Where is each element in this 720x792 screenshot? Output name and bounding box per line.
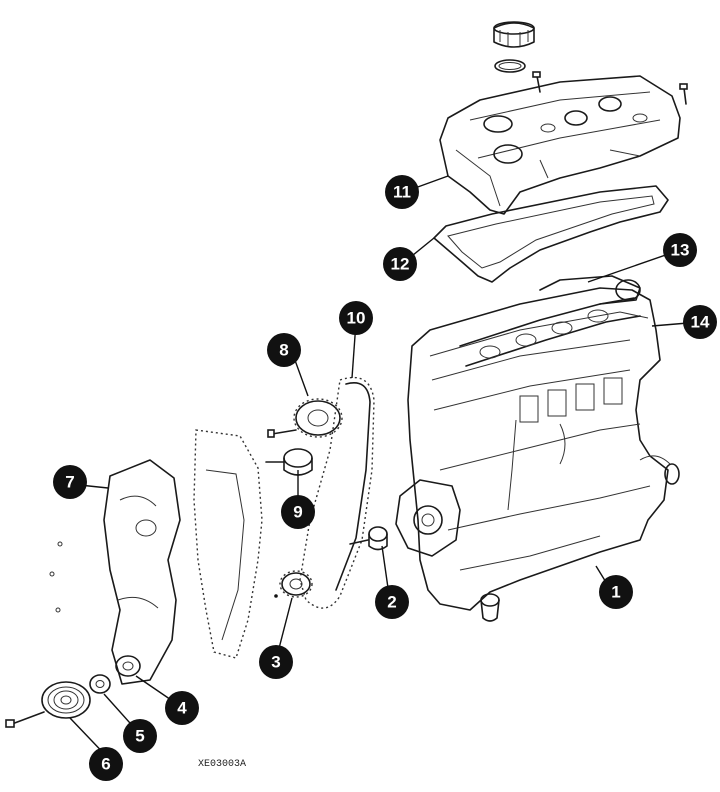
filler-cap-o-ring — [494, 59, 526, 73]
callout-3: 3 — [259, 645, 293, 679]
engine-block — [395, 275, 680, 622]
callout-1: 1 — [599, 575, 633, 609]
svg-text:9: 9 — [293, 503, 302, 522]
callout-7: 7 — [53, 465, 87, 499]
cover-gasket — [433, 185, 669, 283]
front-timing-cover — [49, 459, 181, 685]
crankshaft-sprocket — [274, 570, 313, 598]
belt-tensioner — [349, 526, 388, 551]
callout-2: 2 — [375, 585, 409, 619]
svg-text:14: 14 — [691, 313, 710, 332]
cylinder-head-cover — [439, 75, 681, 215]
callout-6: 6 — [89, 747, 123, 781]
svg-text:5: 5 — [135, 727, 144, 746]
rear-timing-cover — [193, 429, 263, 659]
svg-text:10: 10 — [347, 309, 366, 328]
svg-text:7: 7 — [65, 473, 74, 492]
svg-text:12: 12 — [391, 255, 410, 274]
callout-9: 9 — [281, 495, 315, 529]
callout-14: 14 — [683, 305, 717, 339]
crank-flange — [115, 655, 141, 677]
svg-text:4: 4 — [177, 699, 187, 718]
timing-belt — [299, 376, 375, 609]
callout-10: 10 — [339, 301, 373, 335]
callout-12: 12 — [383, 247, 417, 281]
svg-text:1: 1 — [611, 583, 620, 602]
oil-filler-cap — [493, 21, 535, 48]
cover-bolts — [532, 71, 688, 105]
diagram-code: XE03003A — [198, 759, 246, 770]
camshaft-sprocket — [267, 398, 343, 438]
svg-text:8: 8 — [279, 341, 288, 360]
crank-pulley — [5, 681, 91, 728]
svg-text:2: 2 — [387, 593, 396, 612]
callout-11: 11 — [385, 175, 419, 209]
idler-pulley — [265, 448, 313, 476]
callout-5: 5 — [123, 719, 157, 753]
svg-text:3: 3 — [271, 653, 280, 672]
callout-13: 13 — [663, 233, 697, 267]
svg-text:11: 11 — [393, 183, 411, 202]
crank-washer — [89, 674, 111, 694]
callout-8: 8 — [267, 333, 301, 367]
svg-text:6: 6 — [101, 755, 110, 774]
svg-text:13: 13 — [671, 241, 690, 260]
callout-4: 4 — [165, 691, 199, 725]
